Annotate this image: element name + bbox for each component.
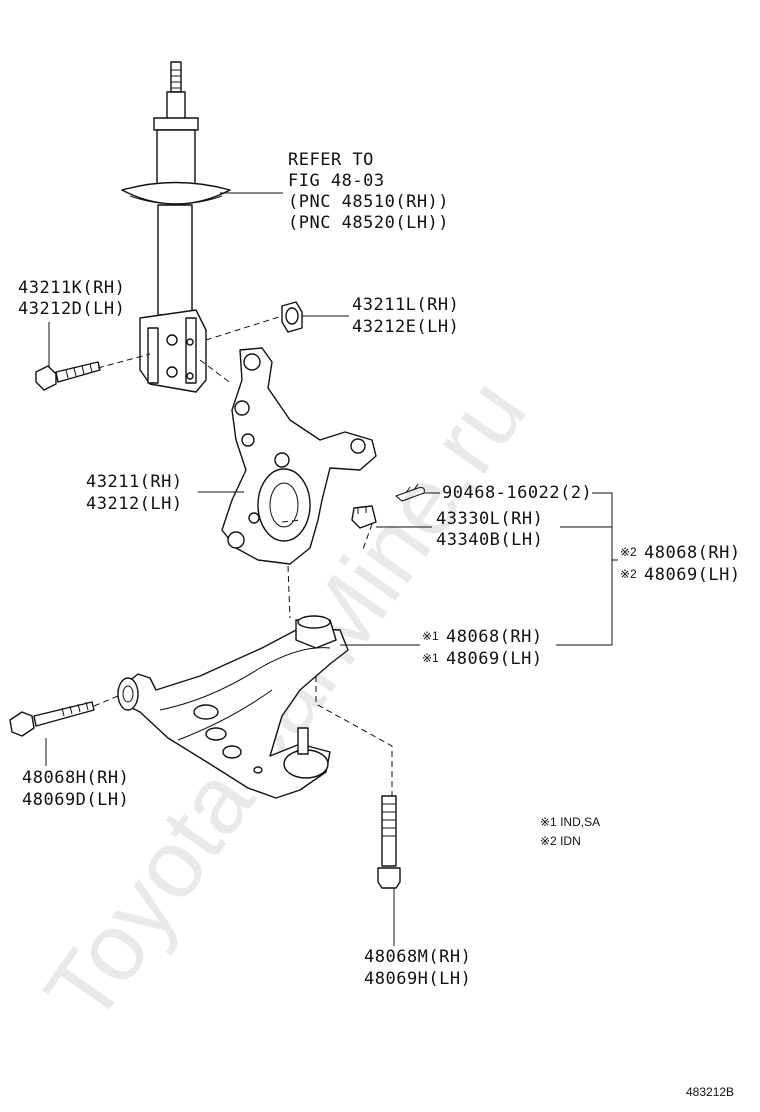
refer-line-2: FIG 48-03 [288,171,385,191]
label-castle-nut-rh: 43330L(RH) [436,509,543,529]
note-2: ※2 IDN [540,834,581,848]
refer-line-3: (PNC 48510(RH)) [288,192,449,212]
label-strut-bolt-lh: 43212D(LH) [18,299,125,319]
refer-to-note: REFER TO FIG 48-03 (PNC 48510(RH)) (PNC … [288,150,449,233]
mark-2-lh: ※2 [620,567,637,581]
label-arm-1-lh: 48069(LH) [446,649,543,669]
label-cotter-pin: 90468-16022(2) [442,483,592,503]
label-knuckle-lh: 43212(LH) [86,494,183,514]
label-arm-1-rh: 48068(RH) [446,627,543,647]
label-rear-bolt-lh: 48069H(LH) [364,969,471,989]
strut-nut [281,301,303,333]
refer-line-4: (PNC 48520(LH)) [288,213,449,233]
mark-1-rh: ※1 [422,629,439,643]
front-arm-bolt [9,701,95,737]
label-strut-nut-rh: 43211L(RH) [352,295,459,315]
assembly-lines [93,315,393,796]
label-strut-bolt-rh: 43211K(RH) [18,278,125,298]
label-rear-bolt-rh: 48068M(RH) [364,947,471,967]
leader-lines [45,192,618,946]
mark-1-lh: ※1 [422,651,439,665]
label-front-bolt-rh: 48068H(RH) [22,768,129,788]
castle-nut [351,505,377,529]
rear-arm-bolt [377,795,401,889]
strut-assembly [121,61,231,393]
label-castle-nut-lh: 43340B(LH) [436,530,543,550]
lower-control-arm [117,615,349,799]
strut-bolt [35,361,101,391]
steering-knuckle [221,347,377,565]
label-knuckle-rh: 43211(RH) [86,472,183,492]
label-strut-nut-lh: 43212E(LH) [352,317,459,337]
label-arm-2-rh: 48068(RH) [644,543,741,563]
refer-line-1: REFER TO [288,150,374,170]
figure-code: 483212B [686,1085,734,1099]
mark-2-rh: ※2 [620,545,637,559]
label-front-bolt-lh: 48069D(LH) [22,790,129,810]
label-arm-2-lh: 48069(LH) [644,565,741,585]
note-1: ※1 IND,SA [540,815,600,829]
